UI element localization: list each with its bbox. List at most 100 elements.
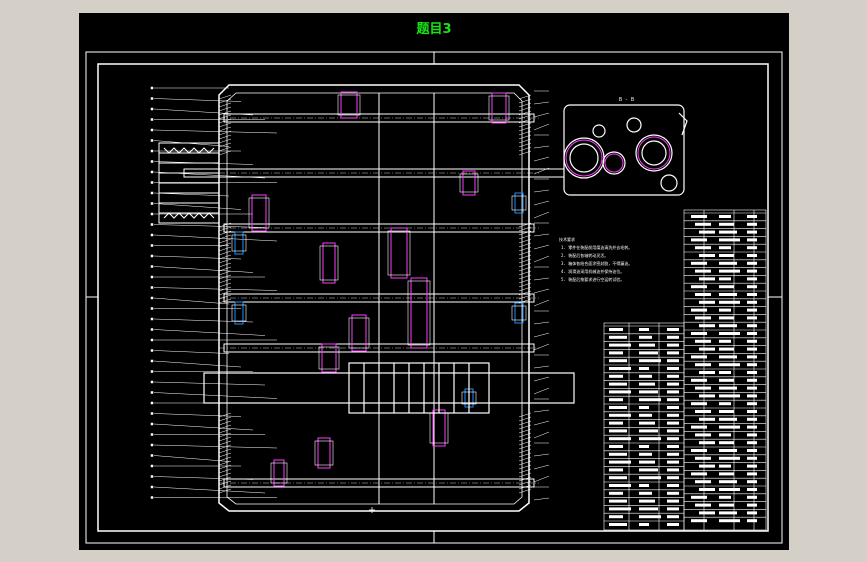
table-cell-text bbox=[747, 316, 757, 320]
leader-line bbox=[533, 288, 550, 294]
leader-line bbox=[533, 475, 550, 483]
title-cell-text bbox=[609, 359, 627, 363]
table-cell-text bbox=[719, 410, 734, 413]
leader-marker bbox=[150, 485, 154, 489]
hatch-line bbox=[218, 150, 232, 156]
tech-req-line: 1. 零件在装配前用煤油清洗并去毛刺。 bbox=[561, 244, 632, 250]
leader-marker bbox=[150, 191, 154, 195]
table-cell-text bbox=[747, 332, 757, 335]
leader-line bbox=[153, 486, 266, 494]
title-cell-text bbox=[609, 445, 623, 448]
leader-marker bbox=[150, 86, 154, 90]
hatch-line bbox=[518, 452, 532, 458]
hatch-line bbox=[218, 266, 232, 272]
table-cell-text bbox=[691, 495, 707, 499]
gear-hub bbox=[459, 173, 479, 193]
title-cell-text bbox=[667, 367, 679, 370]
table-cell-text bbox=[719, 277, 731, 281]
leader-line bbox=[533, 255, 550, 263]
leader-marker bbox=[150, 307, 154, 310]
title-block-outline bbox=[603, 322, 685, 531]
hatch-line bbox=[218, 464, 232, 470]
cad-viewport[interactable]: 技术要求 1. 零件在装配前用煤油清洗并去毛刺。 2. 装配后各轴转动灵活。 3… bbox=[79, 13, 789, 550]
gear bbox=[514, 192, 524, 214]
title-cell-text bbox=[609, 499, 627, 503]
table-cell-text bbox=[747, 371, 757, 374]
table-cell-text bbox=[747, 495, 757, 499]
leader-marker bbox=[150, 181, 154, 184]
title-cell-text bbox=[639, 507, 658, 511]
leader-line bbox=[153, 455, 230, 462]
leader-line bbox=[153, 413, 242, 417]
hatch-line bbox=[518, 118, 532, 124]
table-cell-text bbox=[719, 222, 734, 226]
table-cell-text bbox=[695, 316, 711, 320]
title-cell-text bbox=[667, 499, 679, 503]
table-cell-text bbox=[747, 503, 757, 507]
leader-marker bbox=[150, 244, 154, 247]
title-cell-text bbox=[639, 437, 661, 441]
hatch-line bbox=[218, 460, 232, 466]
hatch-line bbox=[518, 106, 532, 112]
hatch-line bbox=[518, 102, 532, 108]
leader-line bbox=[533, 101, 550, 105]
hatch-line bbox=[518, 456, 532, 462]
title-cell-text bbox=[609, 507, 631, 511]
hatch-line bbox=[218, 444, 232, 450]
table-cell-text bbox=[747, 378, 757, 382]
hatch-line bbox=[518, 270, 532, 276]
gear-hub bbox=[248, 197, 270, 229]
shafts bbox=[183, 113, 565, 488]
section-hatching bbox=[218, 94, 532, 494]
leader-line bbox=[153, 350, 230, 354]
hatch-line bbox=[218, 456, 232, 462]
hatch-line bbox=[218, 110, 232, 116]
table-cell-text bbox=[695, 456, 711, 460]
hatch-line bbox=[518, 250, 532, 256]
leader-marker bbox=[150, 380, 154, 384]
hatch-line bbox=[518, 94, 532, 100]
output-shaft bbox=[203, 362, 575, 414]
title-cell-text bbox=[667, 382, 679, 386]
gear-hub bbox=[319, 245, 339, 281]
title-cell-text bbox=[639, 476, 661, 480]
gear bbox=[390, 227, 408, 279]
hatch-line bbox=[518, 412, 532, 418]
leader-line bbox=[533, 420, 550, 426]
table-cell-text bbox=[747, 293, 757, 296]
leader-marker bbox=[150, 443, 154, 447]
hatch-line bbox=[218, 94, 232, 100]
hatch-line bbox=[218, 234, 232, 240]
hatch-line bbox=[518, 110, 532, 116]
leader-marker bbox=[150, 496, 154, 499]
table-cell-text bbox=[719, 472, 734, 476]
title-cell-text bbox=[609, 476, 627, 480]
title-cell-text bbox=[639, 398, 661, 402]
gear-hub bbox=[231, 234, 247, 252]
table-cell-text bbox=[719, 433, 731, 437]
title-cell-text bbox=[609, 390, 631, 394]
leader-line bbox=[533, 387, 550, 395]
hatch-line bbox=[218, 416, 232, 422]
leader-line bbox=[153, 98, 242, 102]
table-cell-text bbox=[695, 386, 711, 390]
drawing-title: 题目3 bbox=[416, 22, 452, 37]
table-cell-text bbox=[747, 394, 757, 398]
leader-marker bbox=[150, 370, 154, 373]
leader-marker bbox=[150, 401, 154, 405]
hatch-line bbox=[518, 246, 532, 252]
leader-line bbox=[533, 233, 550, 237]
hatch-line bbox=[218, 472, 232, 478]
leader-line bbox=[533, 123, 550, 131]
table-cell-text bbox=[699, 300, 715, 304]
table-cell-text bbox=[747, 519, 757, 523]
gear bbox=[351, 314, 367, 352]
leader-marker bbox=[150, 212, 154, 216]
title-cell-text bbox=[667, 359, 679, 363]
table-cell-text bbox=[699, 254, 715, 257]
table-cell-text bbox=[719, 464, 731, 468]
table-cell-text bbox=[699, 417, 715, 421]
hatch-line bbox=[218, 142, 232, 148]
leader-marker bbox=[150, 149, 154, 153]
leader-marker bbox=[150, 317, 154, 321]
